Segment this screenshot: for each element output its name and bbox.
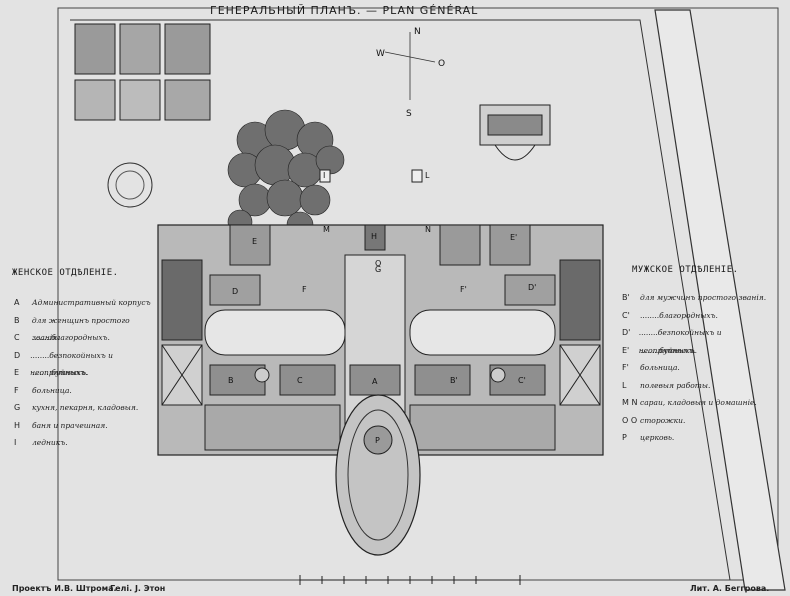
oval-garden — [335, 394, 421, 556]
legend-key: I — [14, 438, 17, 447]
legend-text: для мужчинъ простого званія. — [640, 293, 767, 302]
legend-item: F' больница. — [622, 359, 772, 377]
legend-item: B' для мужчинъ простого званія. — [622, 289, 772, 307]
plan-letter: O — [375, 259, 381, 268]
credit-engraver: Гелі. J. Этон — [110, 584, 166, 593]
compass-lines — [384, 32, 436, 100]
plan-letter: F' — [460, 285, 467, 294]
road — [654, 9, 786, 591]
women-section-heading: ЖЕНСКОЕ ОТДѢЛЕНІЕ. — [12, 268, 119, 278]
plan-letter: D' — [528, 283, 536, 292]
legend-text: Административный корпусъ — [32, 298, 151, 307]
legend-key: B' — [622, 293, 630, 302]
legend-key: P — [622, 433, 627, 442]
legend-key: H — [14, 420, 21, 430]
plan-letter: L — [425, 171, 430, 180]
plan-letter: B — [228, 376, 234, 385]
legend-item: C ........благородныхъ. — [14, 329, 159, 347]
top-left-gardens — [74, 23, 211, 208]
compass-south: S — [406, 109, 412, 119]
legend-text: больница. — [32, 385, 72, 395]
legend-text: ........благородныхъ. — [32, 333, 110, 342]
plan-letter: G — [375, 265, 381, 274]
men-section-legend: B' для мужчинъ простого званія. C'........… — [622, 289, 772, 447]
church-building — [479, 104, 551, 161]
legend-text: ........безпокойныхъ и неопрятныхъ. — [638, 328, 722, 355]
credit-architect: Проектъ И.В. Штрома. — [12, 584, 117, 593]
legend-text: сараи, кладовыя и домашніе. — [640, 398, 757, 407]
legend-text: полевыя работы. — [640, 380, 711, 390]
plan-letter: I — [323, 171, 325, 180]
legend-key: C' — [622, 310, 630, 320]
plan-letter: E' — [510, 233, 517, 242]
plan-title: ГЕНЕРАЛЬНЫЙ ПЛАНЪ. — PLAN GÉNÉRAL — [210, 4, 479, 17]
legend-key: D' — [622, 328, 631, 337]
plan-letter: D — [232, 287, 238, 296]
tree-grove — [227, 109, 345, 239]
legend-text: больница. — [640, 363, 680, 372]
legend-key: A — [14, 298, 20, 307]
legend-item: D' ........безпокойныхъ и неопрятныхъ. — [622, 324, 772, 355]
legend-text: ........буйныхъ. — [32, 368, 88, 377]
legend-key: D — [14, 350, 21, 360]
plan-letter-labels: A B C D E F G H I B' C' D' E' F' L M N O P — [228, 171, 536, 445]
legend-item: D ........безпокойныхъ и неопрятныхъ. — [14, 347, 159, 378]
legend-text: для женщинъ простого званія. — [31, 315, 130, 343]
site-boundary — [70, 19, 731, 581]
scale-bar — [299, 575, 521, 585]
legend-text: ледникъ. — [32, 438, 68, 447]
plan-letter: C' — [518, 376, 526, 385]
legend-item: A Административный корпусъ — [14, 294, 159, 312]
legend-key: F' — [622, 363, 629, 372]
plan-letter: M — [323, 225, 330, 234]
legend-text: сторожки. — [640, 415, 686, 425]
plan-letter: F — [302, 285, 307, 294]
legend-text: ........буйныхъ. — [640, 345, 696, 355]
legend-text: ........благородныхъ. — [640, 310, 718, 320]
plan-letter: B' — [450, 376, 458, 385]
legend-key: C — [14, 333, 20, 342]
legend-text: церковь. — [640, 433, 675, 442]
legend-key: L — [622, 380, 627, 390]
plan-letter: P — [375, 436, 380, 445]
legend-text: кухня, пекарня, кладовыя. — [32, 403, 139, 412]
legend-key: B — [14, 315, 20, 325]
compass: N S W O — [376, 27, 445, 119]
legend-key: O O — [622, 415, 638, 425]
legend-text: баня и прачешная. — [32, 420, 108, 430]
compass-east: O — [438, 59, 445, 69]
plan-letter: C — [297, 376, 303, 385]
plan-letter: H — [371, 232, 377, 241]
plan-letter: N — [425, 225, 431, 234]
legend-key: E' — [622, 345, 630, 355]
legend-item: C' ........благородныхъ. — [622, 307, 772, 325]
plan-letter: E — [252, 237, 257, 246]
plan-letter: A — [372, 377, 378, 386]
legend-key: M N — [622, 398, 638, 407]
legend-key: E — [14, 368, 20, 377]
compass-west: W — [376, 49, 385, 59]
men-section-heading: МУЖСКОЕ ОТДѢЛЕНІЕ. — [632, 265, 739, 275]
legend-key: F — [14, 385, 19, 395]
compass-north: N — [414, 27, 421, 37]
credit-lithographer: Лит. А. Беггрова. — [690, 584, 770, 593]
legend-item: E' ........буйныхъ. — [622, 342, 772, 360]
legend-text: ........безпокойныхъ и неопрятныхъ. — [30, 350, 113, 378]
legend-item: E ........буйныхъ. — [14, 364, 159, 382]
legend-key: G — [14, 403, 21, 412]
